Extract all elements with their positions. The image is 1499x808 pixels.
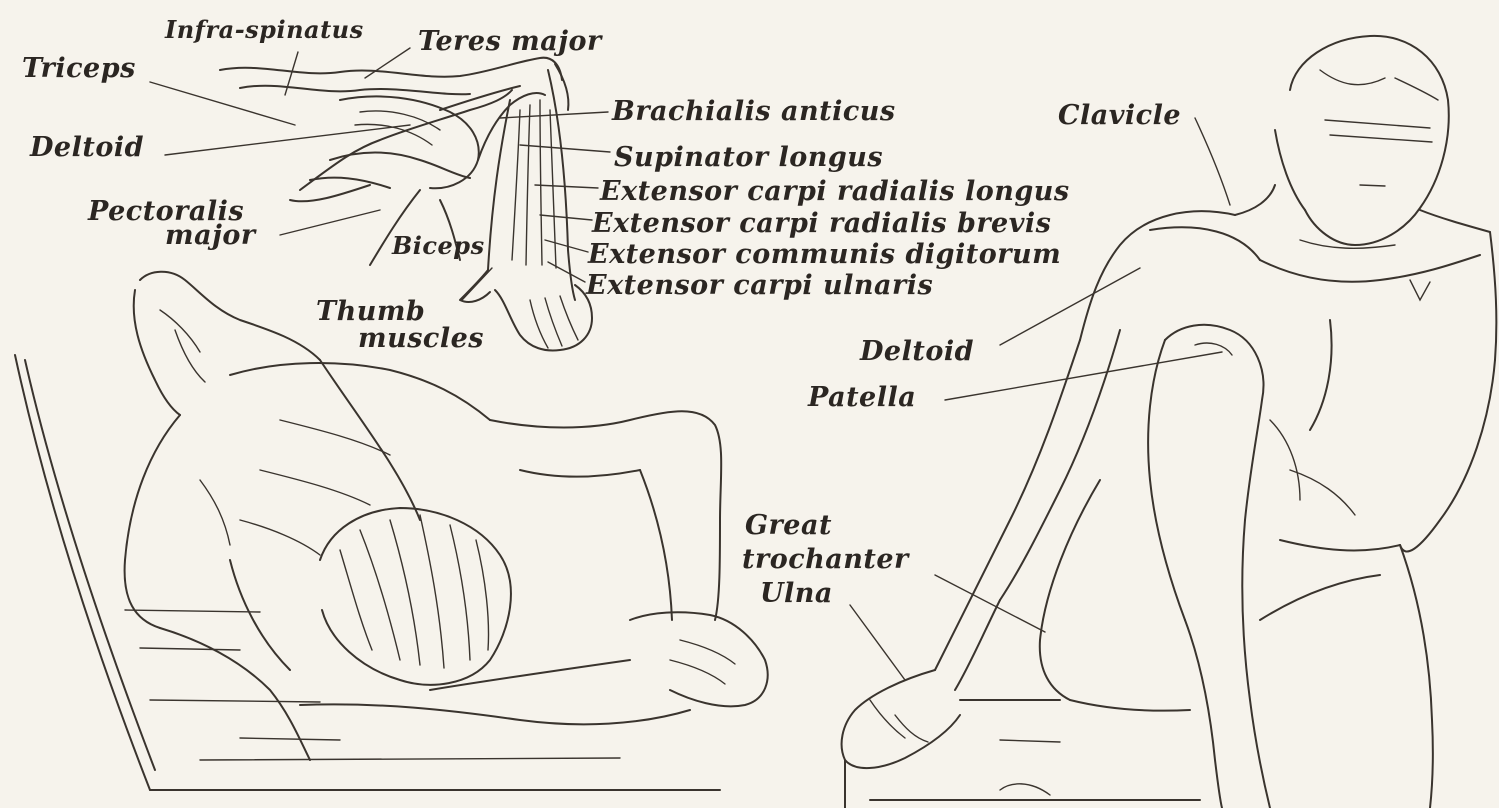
label-teres-major: Teres major [418,28,602,55]
label-biceps: Biceps [392,234,485,258]
label-brachialis-anticus: Brachialis anticus [612,98,896,125]
label-ext-carpi-ulnaris: Extensor carpi ulnaris [586,272,933,299]
label-pectoralis-line2: major [165,222,256,249]
label-infra-spinatus: Infra-spinatus [165,18,364,42]
label-patella: Patella [808,384,916,411]
label-clavicle: Clavicle [1058,102,1181,129]
label-great-trochanter-line1: Great [745,512,832,539]
label-deltoid-figure: Deltoid [860,338,974,365]
seated-figure [842,36,1497,808]
label-ext-carpi-rad-brevis: Extensor carpi radialis brevis [592,210,1051,237]
label-deltoid-arm: Deltoid [30,134,144,161]
label-great-trochanter-line2: trochanter [742,546,909,573]
label-triceps: Triceps [22,55,136,82]
label-ext-communis-digitorum: Extensor communis digitorum [588,241,1061,268]
label-thumb-line1: Thumb [316,298,425,325]
label-thumb-line2: muscles [358,325,484,352]
label-ext-carpi-rad-longus: Extensor carpi radialis longus [600,178,1070,205]
label-supinator-longus: Supinator longus [614,144,883,171]
label-ulna: Ulna [760,580,833,607]
